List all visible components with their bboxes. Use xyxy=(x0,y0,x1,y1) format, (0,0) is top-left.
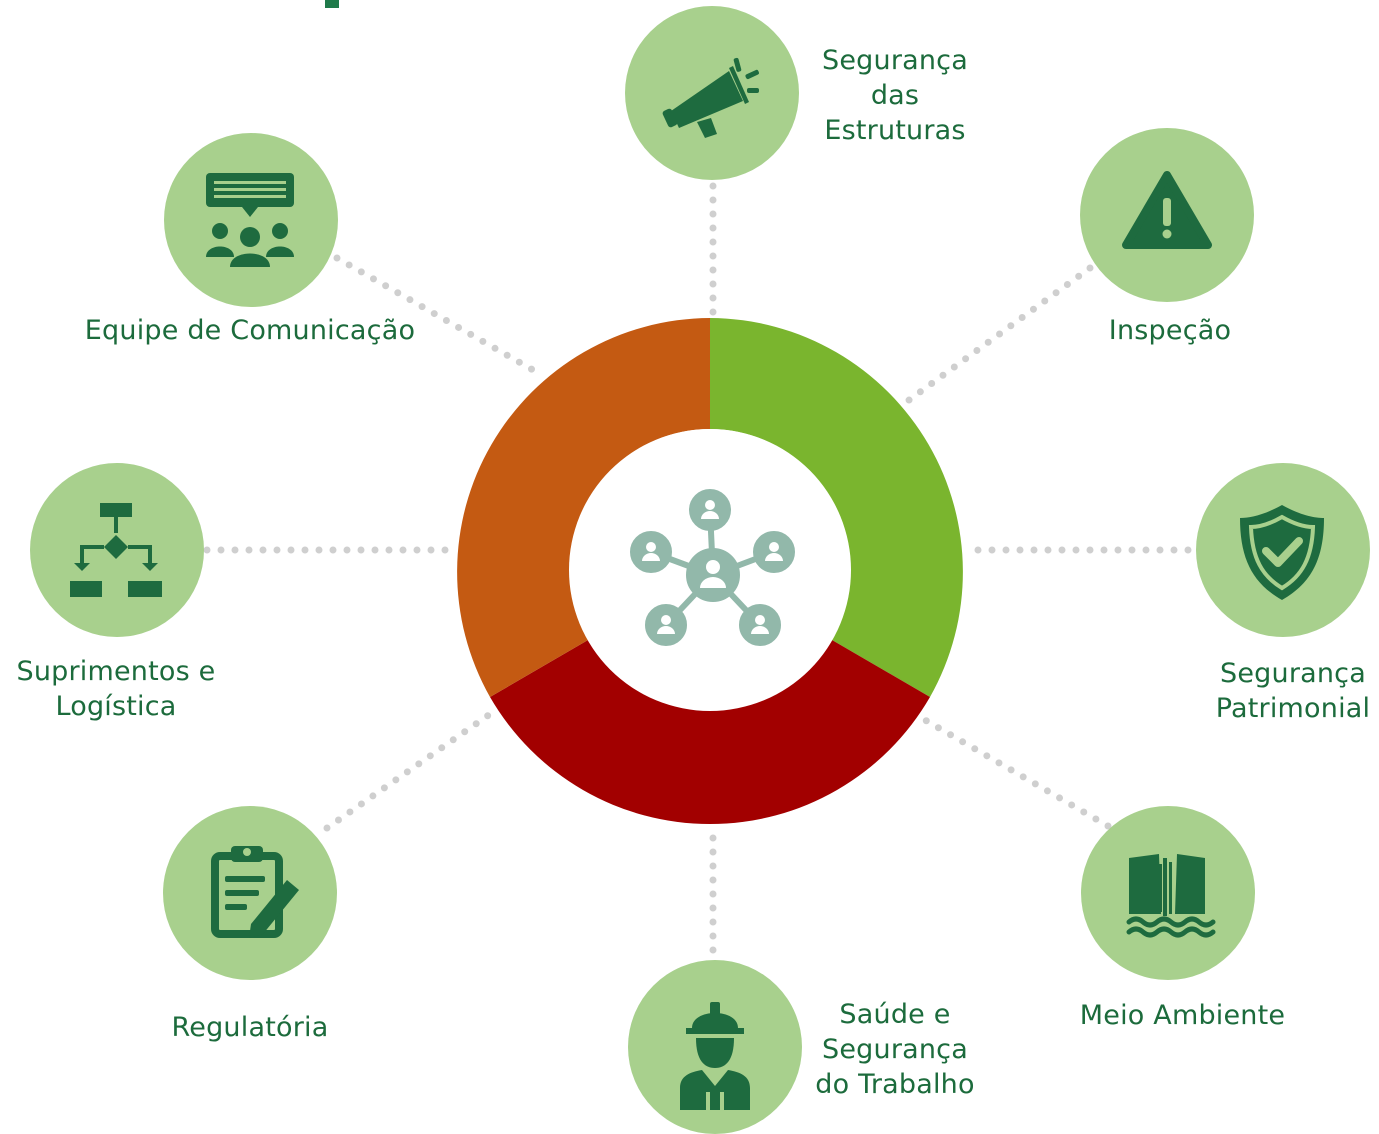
node-equipe-comunicacao xyxy=(164,133,338,307)
connector-top-left xyxy=(333,254,544,378)
node-label-meio-ambiente: Meio Ambiente xyxy=(1079,1000,1286,1031)
node-label-seguranca-patrimonial: Segurança Patrimonial xyxy=(1215,658,1371,724)
connector-bottom-left xyxy=(323,708,497,832)
flowchart-icon xyxy=(70,503,162,597)
clipboard-pen-icon xyxy=(211,846,299,938)
connector-top-right xyxy=(901,264,1094,407)
node-suprimentos-logistica xyxy=(30,463,204,637)
node-seguranca-patrimonial xyxy=(1196,463,1370,637)
meeting-presentation-icon xyxy=(206,173,294,267)
node-label-inspecao: Inspeção xyxy=(1108,315,1232,346)
donut-segment-green xyxy=(710,318,963,697)
warning-icon xyxy=(1122,171,1212,249)
donut-segment-orange xyxy=(457,318,710,697)
waterfall-icon xyxy=(1126,854,1216,938)
title-fragment xyxy=(325,0,339,8)
node-inspecao xyxy=(1080,128,1254,302)
node-label-equipe-comunicacao: Equipe de Comunicação xyxy=(84,315,416,346)
node-label-seguranca-estruturas: Segurança das Estruturas xyxy=(822,45,968,146)
megaphone-icon xyxy=(662,57,759,138)
node-label-saude-seguranca-trabalho: Saúde e Segurança do Trabalho xyxy=(815,999,975,1100)
node-saude-seguranca-trabalho xyxy=(628,960,802,1134)
node-seguranca-estruturas xyxy=(625,6,799,180)
node-regulatoria xyxy=(163,806,337,980)
node-meio-ambiente xyxy=(1081,806,1255,980)
node-label-suprimentos-logistica: Suprimentos e Logística xyxy=(16,656,216,722)
shield-check-icon xyxy=(1240,505,1324,600)
node-label-regulatoria: Regulatória xyxy=(171,1012,329,1043)
donut-segment-red xyxy=(490,640,930,825)
worker-helmet-icon xyxy=(680,1002,750,1110)
